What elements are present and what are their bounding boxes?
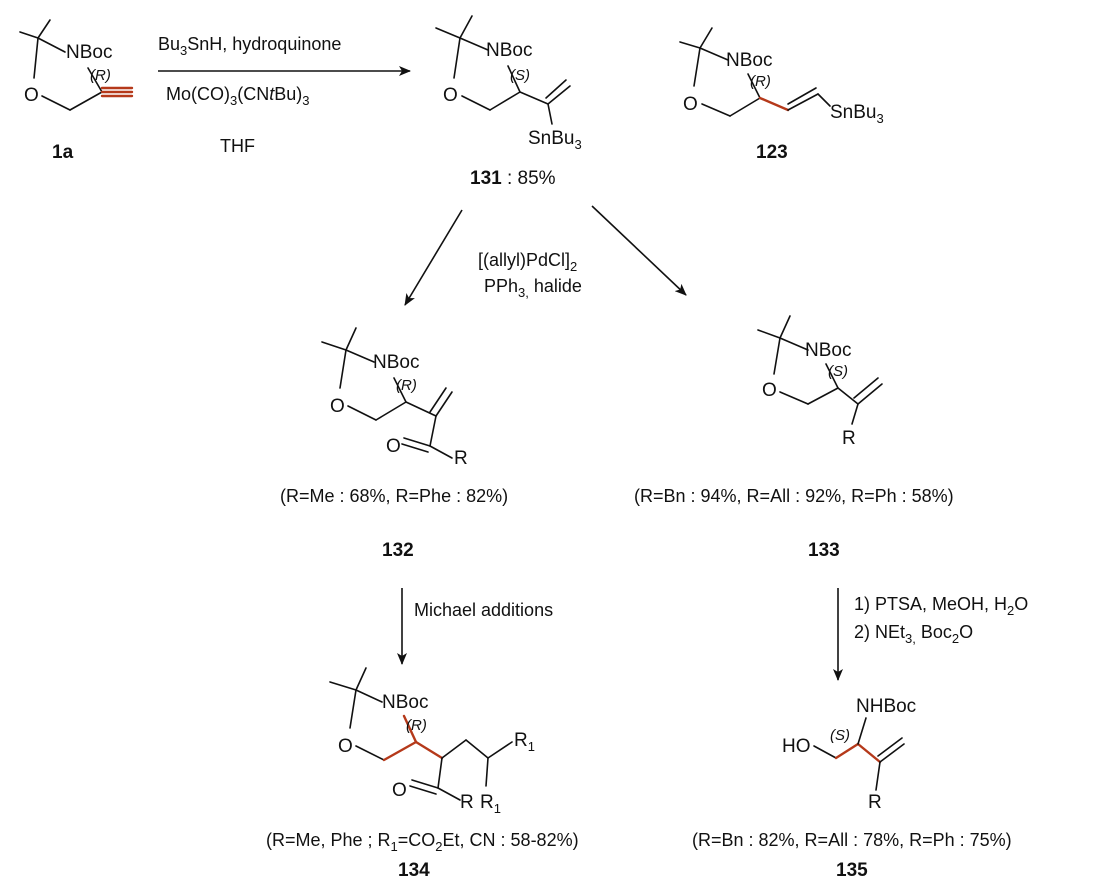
step3-reagents: Michael additions — [414, 600, 553, 620]
r-group-label: R — [454, 448, 468, 469]
stereo-descriptor: (R) — [396, 377, 417, 394]
stereo-descriptor: (R) — [90, 67, 111, 84]
compound-id: 132 — [382, 540, 414, 561]
compound-135: NHBoc HO (S) R (R=Bn : 82%, R=All : 78%,… — [692, 696, 1012, 881]
yield-note: (R=Me, Phe ; R1=CO2Et, CN : 58-82%) — [266, 830, 579, 854]
reaction-arrow-2-left — [404, 209, 463, 306]
nboc-label: NBoc — [66, 42, 112, 63]
ring-oxygen-label: O — [24, 85, 39, 106]
nboc-label: NBoc — [805, 340, 851, 361]
compound-133: NBoc O (S) R (R=Bn : 94%, R=All : 92%, R… — [634, 315, 954, 561]
compound-id: 123 — [756, 142, 788, 163]
compound-123: NBoc O (R) SnBu3 123 — [679, 27, 884, 163]
nboc-label: NBoc — [486, 40, 532, 61]
hydroxyl-label: HO — [782, 736, 811, 757]
r-group-label: R — [842, 428, 856, 449]
stereo-descriptor: (S) — [510, 67, 530, 84]
compound-id: 133 — [808, 540, 840, 561]
carbonyl-oxygen-label: O — [392, 780, 407, 801]
reagent-line-2: PPh3, halide — [484, 276, 582, 300]
stereo-descriptor: (S) — [828, 363, 848, 380]
carbonyl-oxygen-label: O — [386, 436, 401, 457]
ring-oxygen-label: O — [330, 396, 345, 417]
compound-id-yield: 131 : 85% — [470, 168, 556, 189]
ring-oxygen-label: O — [683, 94, 698, 115]
stereo-descriptor: (R) — [750, 73, 771, 90]
reaction-arrow-2-right — [591, 205, 687, 296]
stannyl-label: SnBu3 — [830, 102, 884, 126]
reagent-line-1: 1) PTSA, MeOH, H2O — [854, 594, 1028, 618]
stereo-descriptor: (R) — [406, 717, 427, 734]
nboc-label: NBoc — [373, 352, 419, 373]
step2-reagents: [(allyl)PdCl]2 PPh3, halide — [478, 250, 582, 300]
reagent-line-1: [(allyl)PdCl]2 — [478, 250, 577, 274]
ring-oxygen-label: O — [762, 380, 777, 401]
reagent-line-2: 2) NEt3, Boc2O — [854, 622, 973, 646]
compound-131: NBoc O (S) SnBu3 131 : 85% — [435, 15, 582, 189]
reagent-line-2: Mo(CO)3(CNtBu)3 — [166, 84, 310, 108]
reagent-line-3: THF — [220, 136, 255, 156]
ring-oxygen-label: O — [338, 736, 353, 757]
yield-note: (R=Bn : 94%, R=All : 92%, R=Ph : 58%) — [634, 486, 954, 506]
ring-oxygen-label: O — [443, 85, 458, 106]
nboc-label: NBoc — [726, 50, 772, 71]
compound-id: 135 — [836, 860, 868, 881]
nhboc-label: NHBoc — [856, 696, 916, 717]
yield-note: (R=Me : 68%, R=Phe : 82%) — [280, 486, 508, 506]
stannyl-label: SnBu3 — [528, 128, 582, 152]
r1-group-label-lower: R1 — [480, 792, 501, 816]
r-group-label: R — [868, 792, 882, 813]
compound-id: 1a — [52, 142, 74, 163]
yield-note: (R=Bn : 82%, R=All : 78%, R=Ph : 75%) — [692, 830, 1012, 850]
nboc-label: NBoc — [382, 692, 428, 713]
stereo-descriptor: (S) — [830, 727, 850, 744]
compound-134: NBoc O (R) O R R1 R1 (R=Me, Phe ; R1=CO2… — [266, 667, 579, 881]
step1-reagents: Bu3SnH, hydroquinone Mo(CO)3(CNtBu)3 THF — [158, 34, 341, 156]
r-group-label: R — [460, 792, 474, 813]
compound-id: 134 — [398, 860, 430, 881]
reagent-line-1: Bu3SnH, hydroquinone — [158, 34, 341, 58]
r1-group-label-upper: R1 — [514, 730, 535, 754]
compound-1a: NBoc O (R) 1a — [19, 19, 134, 163]
step4-reagents: 1) PTSA, MeOH, H2O 2) NEt3, Boc2O — [854, 594, 1028, 646]
compound-132: NBoc O (R) O R (R=Me : 68%, R=Phe : 82%)… — [280, 327, 508, 561]
